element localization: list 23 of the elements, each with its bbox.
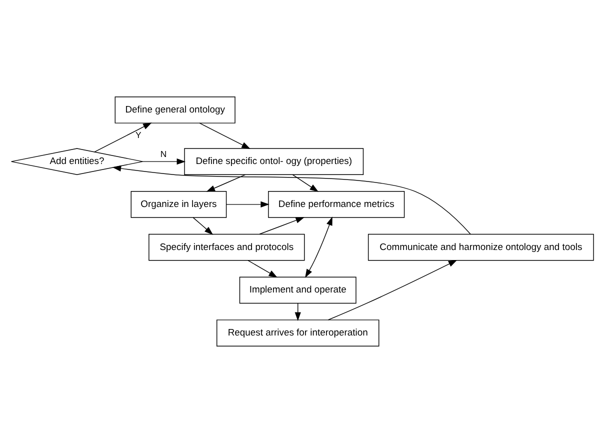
arrow <box>292 174 319 192</box>
node-box: Define specific ontol- ogy (properties) <box>184 148 364 174</box>
edge-label: Y <box>135 130 142 140</box>
node-box: Organize in layers <box>130 190 227 218</box>
node-box: Define general ontology <box>114 96 236 123</box>
arrow <box>226 200 270 207</box>
arrow <box>142 158 186 164</box>
node-box: Define performance metrics <box>268 190 405 218</box>
arrow <box>248 260 278 278</box>
node-diamond: Add entities? <box>10 148 144 174</box>
node-box: Request arrives for interoperation <box>216 319 380 346</box>
node-box: Implement and operate <box>239 276 356 304</box>
edge-label: N <box>160 148 167 158</box>
arrow <box>294 302 301 320</box>
arrow <box>305 216 332 278</box>
arrow <box>206 174 246 192</box>
arrow <box>112 164 471 234</box>
node-box: Specify interfaces and protocols <box>148 233 305 260</box>
arrow <box>328 259 458 320</box>
node-box: Communicate and harmonize ontology and tools <box>368 233 594 260</box>
arrow <box>192 216 214 234</box>
arrow <box>199 122 250 148</box>
arrow <box>94 122 152 152</box>
